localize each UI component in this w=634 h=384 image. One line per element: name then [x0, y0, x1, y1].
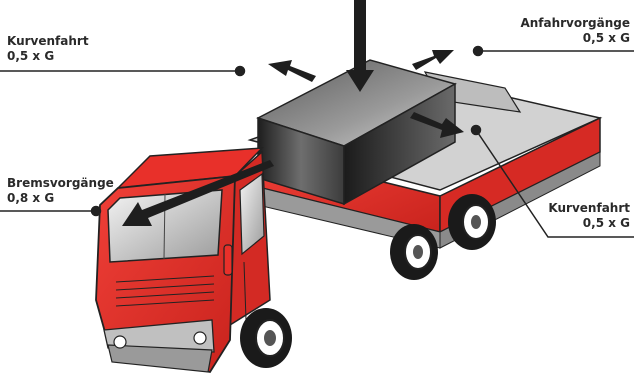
rear-wheel-1 [390, 224, 438, 280]
label-cornering-right-title: Kurvenfahrt [548, 201, 630, 216]
left-curve-arrow [268, 60, 316, 82]
label-acceleration-title: Anfahrvorgänge [520, 16, 630, 31]
label-cornering-left-title: Kurvenfahrt [7, 34, 89, 49]
label-acceleration: Anfahrvorgänge 0,5 x G [520, 16, 630, 46]
acceleration-arrow [412, 50, 454, 70]
label-cornering-left: Kurvenfahrt 0,5 x G [7, 34, 89, 64]
front-wheel [240, 308, 292, 368]
label-acceleration-value: 0,5 x G [520, 31, 630, 46]
label-braking-value: 0,8 x G [7, 191, 114, 206]
label-cornering-left-value: 0,5 x G [7, 49, 89, 64]
label-braking: Bremsvorgänge 0,8 x G [7, 176, 114, 206]
label-cornering-right-value: 0,5 x G [548, 216, 630, 231]
label-braking-title: Bremsvorgänge [7, 176, 114, 191]
label-cornering-right: Kurvenfahrt 0,5 x G [548, 201, 630, 231]
rear-wheel-2 [448, 194, 496, 250]
